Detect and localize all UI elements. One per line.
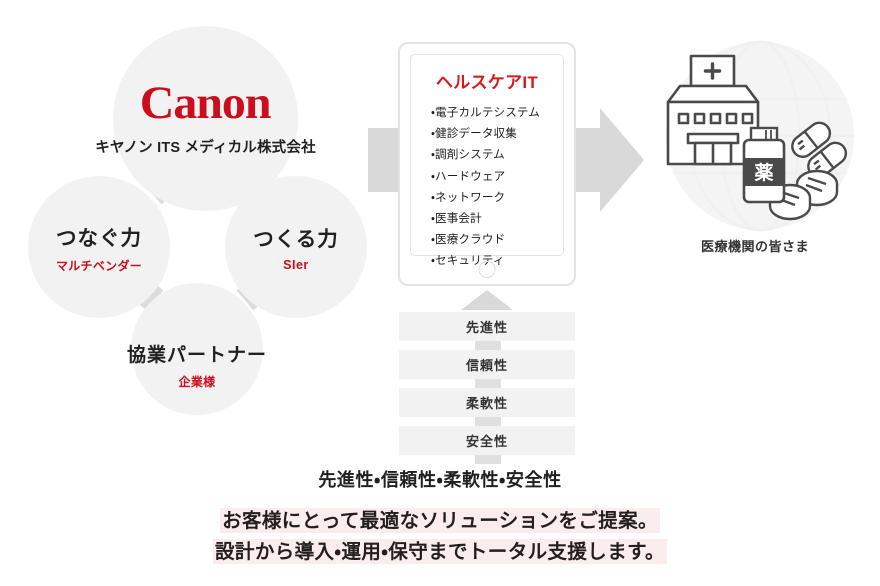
capability-title: つくる力 — [253, 228, 339, 251]
list-item: ネットワーク — [431, 187, 563, 208]
capability-circle-partner: 協業パートナー 企業様 — [127, 283, 266, 415]
capability-title: つなぐ力 — [56, 226, 142, 250]
highlight-line-2: 設計から導入・運用・保守までトータル支援します。 — [0, 535, 880, 564]
bottle-label: 薬 — [753, 161, 773, 184]
healthcare-it-list: 電子カルテシステム 健診データ収集 調剤システム ハードウェア ネットワーク 医… — [411, 102, 563, 272]
capability-circle-build: つくる力 SIer — [225, 176, 367, 318]
flow-arrow-stub — [368, 128, 400, 192]
value-bar-link — [475, 455, 501, 464]
value-bar-link — [475, 417, 501, 426]
value-bar-link — [475, 341, 501, 350]
value-bar: 柔軟性 — [399, 388, 575, 417]
list-item: 電子カルテシステム — [431, 102, 563, 123]
values-summary-line: 先進性・信頼性・柔軟性・安全性 — [318, 470, 562, 490]
tablet-device: ヘルスケアIT 電子カルテシステム 健診データ収集 調剤システム ハードウェア … — [398, 42, 576, 286]
highlight-text: お客様にとって最適なソリューションをご提案。 — [220, 508, 660, 533]
value-bar: 先進性 — [399, 312, 575, 341]
list-item: 医事会計 — [431, 208, 563, 229]
up-arrow-icon — [461, 290, 513, 310]
list-item: 調剤システム — [431, 144, 563, 165]
capability-title: 協業パートナー — [127, 345, 268, 366]
list-item: ハードウェア — [431, 166, 563, 187]
list-item: 健診データ収集 — [431, 123, 563, 144]
capability-circle-connect: つなぐ力 マルチベンダー — [28, 176, 170, 318]
canon-logo: Canon — [140, 77, 272, 129]
value-bar: 安全性 — [399, 426, 575, 455]
company-circle: Canon キヤノン ITS メディカル株式会社 — [95, 26, 316, 211]
highlight-line-1: お客様にとって最適なソリューションをご提案。 — [0, 504, 880, 533]
tablet-title: ヘルスケアIT — [435, 73, 539, 92]
company-name: キヤノン ITS メディカル株式会社 — [95, 140, 316, 156]
highlight-text: 設計から導入・運用・保守までトータル支援します。 — [213, 539, 667, 564]
recipient-label: 医療機関の皆さま — [700, 239, 809, 254]
value-bar: 信頼性 — [399, 350, 575, 379]
capability-subtitle: SIer — [283, 258, 309, 272]
right-arrow-icon — [600, 108, 644, 212]
tablet-home-button-icon[interactable] — [478, 261, 496, 278]
hospital-icon: 薬 — [666, 54, 848, 221]
list-item: 医療クラウド — [431, 229, 563, 250]
medical-cross-icon — [703, 62, 722, 80]
capability-subtitle: マルチベンダー — [55, 258, 143, 273]
capability-subtitle: 企業様 — [178, 375, 216, 389]
list-item: セキュリティ — [431, 250, 563, 271]
tablet-screen: ヘルスケアIT 電子カルテシステム 健診データ収集 調剤システム ハードウェア … — [410, 54, 564, 267]
value-bar-link — [475, 379, 501, 388]
medicine-bottle-icon: 薬 — [742, 126, 786, 204]
